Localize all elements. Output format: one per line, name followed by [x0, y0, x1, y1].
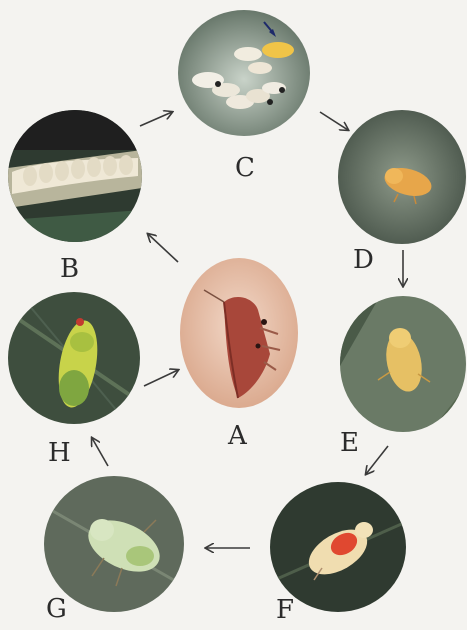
arrow-g-to-h	[92, 438, 108, 466]
arrow-h-to-a	[144, 370, 178, 386]
arrow-b-to-c	[140, 112, 172, 126]
arrow-c-to-d	[320, 112, 348, 130]
arrow-e-to-f	[366, 446, 388, 474]
arrow-a-to-b	[148, 234, 178, 262]
